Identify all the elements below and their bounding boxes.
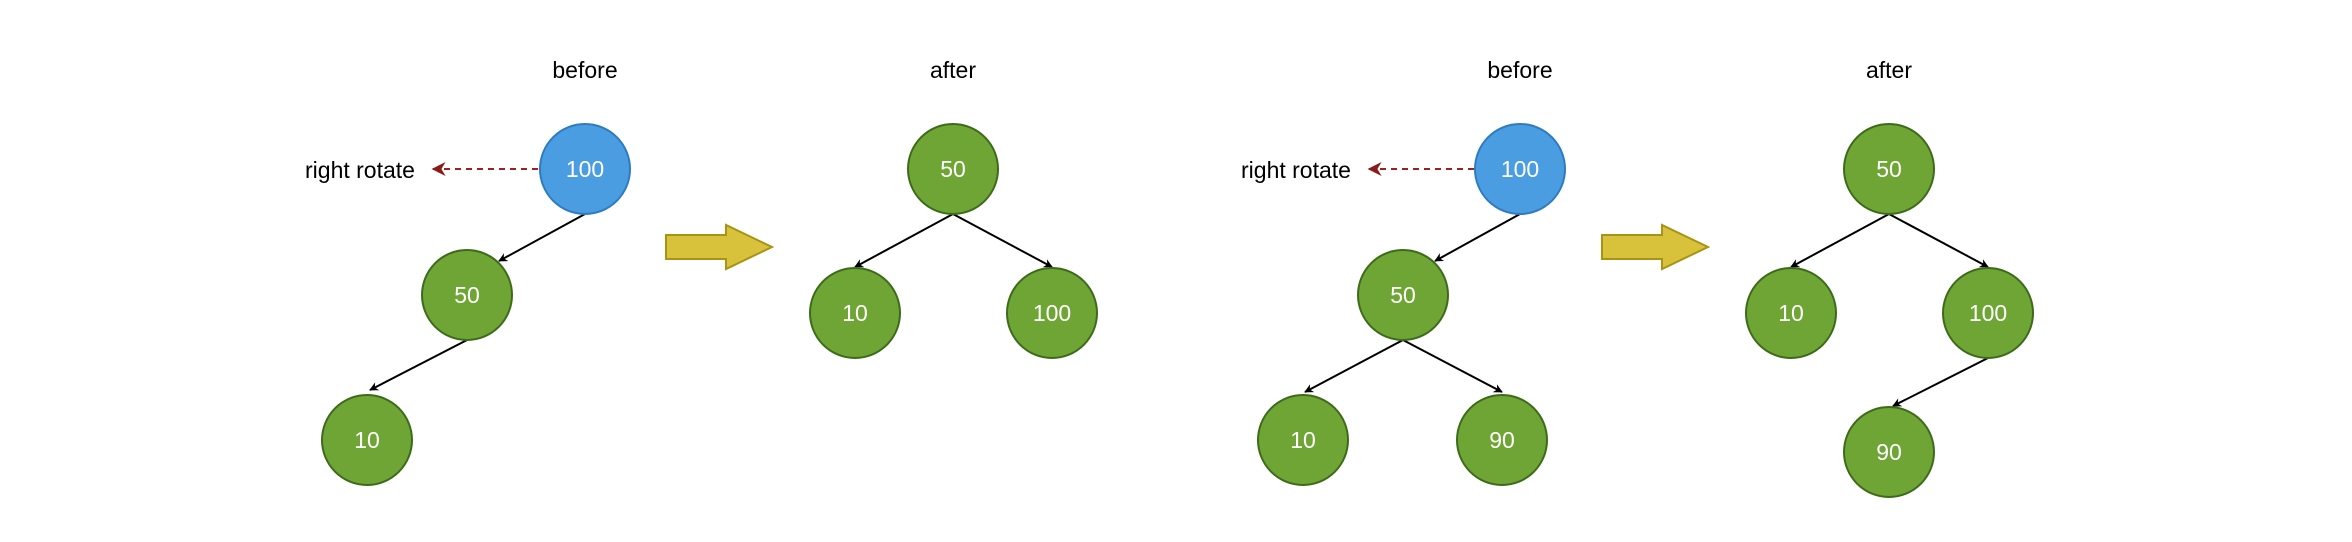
- tree-node: 50: [1357, 249, 1449, 341]
- tree-node: 90: [1456, 394, 1548, 486]
- node-circle: [809, 267, 901, 359]
- right-rotate-label: right rotate: [305, 157, 415, 183]
- tree-node: 100: [1942, 267, 2034, 359]
- before-heading: before: [552, 57, 617, 83]
- edge-50-90: [1402, 339, 1503, 393]
- tree-node: 50: [1843, 123, 1935, 215]
- node-label: 90: [1489, 427, 1515, 453]
- tree-node: 10: [1745, 267, 1837, 359]
- edge-100-90: [1892, 357, 1989, 407]
- node-circle: [1456, 394, 1548, 486]
- tree-node: 50: [907, 123, 999, 215]
- node-circle: [1257, 394, 1349, 486]
- tree-node: 100: [1006, 267, 1098, 359]
- edge-50-10: [1790, 213, 1890, 268]
- node-circle: [1006, 267, 1098, 359]
- edge-50-10: [369, 339, 468, 391]
- example-2-before: before right rotate 100 50 10 90: [1241, 57, 1566, 486]
- node-circle: [1843, 123, 1935, 215]
- tree-node: 10: [1257, 394, 1349, 486]
- node-label: 10: [354, 427, 380, 453]
- after-heading: after: [1866, 57, 1912, 83]
- node-label: 100: [1969, 300, 2007, 326]
- example-2-after: after 50 10 100 90: [1745, 57, 2034, 498]
- node-label: 50: [1876, 156, 1902, 182]
- node-circle: [907, 123, 999, 215]
- node-label: 100: [1033, 300, 1071, 326]
- node-label: 90: [1876, 439, 1902, 465]
- node-label: 50: [940, 156, 966, 182]
- tree-node: 100: [539, 123, 631, 215]
- node-circle: [1357, 249, 1449, 341]
- transition-arrow: [665, 223, 775, 271]
- node-label: 50: [454, 282, 480, 308]
- tree-node: 10: [321, 394, 413, 486]
- node-circle: [421, 249, 513, 341]
- before-heading: before: [1487, 57, 1552, 83]
- node-label: 100: [566, 156, 604, 182]
- node-circle: [321, 394, 413, 486]
- node-label: 10: [842, 300, 868, 326]
- root-node-circle: [539, 123, 631, 215]
- edge-50-10: [1304, 339, 1404, 393]
- node-circle: [1843, 406, 1935, 498]
- tree-node: 50: [421, 249, 513, 341]
- example-1-before: before right rotate 100 50 10: [305, 57, 631, 486]
- root-node-circle: [1474, 123, 1566, 215]
- edge-50-100: [1888, 213, 1989, 268]
- after-heading: after: [930, 57, 976, 83]
- right-rotate-label: right rotate: [1241, 157, 1351, 183]
- node-label: 10: [1778, 300, 1804, 326]
- node-label: 100: [1501, 156, 1539, 182]
- edge-50-10: [854, 213, 954, 268]
- transition-arrow: [1601, 223, 1711, 271]
- node-circle: [1745, 267, 1837, 359]
- node-label: 50: [1390, 282, 1416, 308]
- edge-100-50: [498, 213, 586, 262]
- edge-100-50: [1434, 213, 1521, 262]
- edge-50-100: [952, 213, 1053, 268]
- tree-node: 100: [1474, 123, 1566, 215]
- tree-node: 10: [809, 267, 901, 359]
- example-1-after: after 50 10 100: [809, 57, 1098, 359]
- node-label: 10: [1290, 427, 1316, 453]
- tree-node: 90: [1843, 406, 1935, 498]
- node-circle: [1942, 267, 2034, 359]
